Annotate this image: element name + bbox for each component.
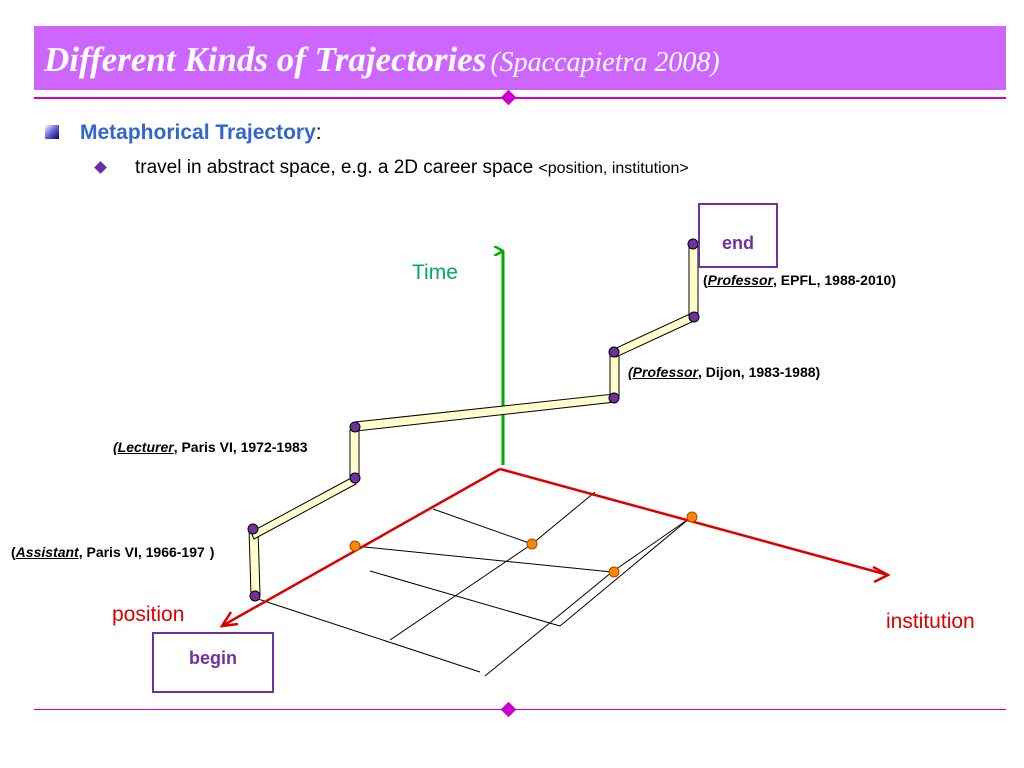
grid-line — [369, 570, 561, 627]
label-dijon-role: (Professor — [628, 364, 699, 380]
node-lecturer-end — [349, 421, 361, 433]
label-professor-epfl: (Professor, EPFL, 1988-2010) — [703, 272, 896, 288]
ground-point — [608, 566, 620, 578]
label-assistant-close: ) — [209, 544, 215, 560]
grid-line — [531, 491, 596, 545]
label-dijon-rest: , Dijon, 1983-1988) — [698, 364, 821, 380]
grid-line — [559, 517, 691, 627]
label-lecturer-rest: , Paris VI, 1972-1983 — [173, 439, 308, 455]
institution-axis-label: institution — [886, 610, 975, 633]
node-epfl-start — [688, 311, 700, 323]
grid-line — [254, 597, 481, 673]
trajectory-segment — [250, 476, 357, 540]
ground-point — [349, 540, 361, 552]
top-rule — [34, 97, 1006, 99]
node-assistant-end — [247, 523, 259, 535]
trajectory-segment — [688, 243, 699, 318]
node-assistant-start — [249, 590, 261, 602]
trajectory-segment — [611, 312, 697, 358]
trajectory — [248, 243, 699, 596]
node-dijon-start — [608, 392, 620, 404]
label-assistant-role: Assistant — [15, 544, 79, 560]
label-epfl-open: ( — [703, 272, 708, 288]
bullet-metaphorical-label: Metaphorical Trajectory — [80, 121, 316, 144]
institution-axis-arrowhead — [872, 565, 891, 584]
position-axis-label: position — [112, 603, 185, 626]
bullet-career-text: travel in abstract space, e.g. a 2D care… — [135, 157, 534, 178]
square-bullet-icon — [45, 125, 59, 139]
label-epfl-rest: , EPFL, 1988-2010) — [773, 272, 896, 288]
trajectory-segment — [609, 351, 620, 398]
plane-axes — [219, 467, 891, 628]
title-main: Different Kinds of Trajectories — [44, 40, 487, 79]
grid-line — [484, 571, 613, 677]
end-box: end — [698, 203, 778, 268]
trajectory-segment — [349, 429, 360, 479]
trajectory-nodes — [247, 238, 700, 602]
position-axis-line — [221, 467, 501, 628]
ground-points — [349, 511, 698, 578]
label-assistant-open: ( — [11, 544, 16, 560]
bullet-career-dimensions: <position, institution> — [538, 160, 689, 177]
label-lecturer-role: (Lecturer — [113, 439, 174, 455]
node-dijon-end — [608, 346, 620, 358]
node-epfl-end — [687, 238, 699, 250]
bullet-career-space: travel in abstract space, e.g. a 2D care… — [135, 157, 689, 179]
ground-point — [686, 511, 698, 523]
position-axis-arrowhead — [219, 611, 239, 628]
begin-box: begin — [152, 632, 274, 693]
title-bar: Different Kinds of Trajectories (Spaccap… — [34, 26, 1006, 90]
label-epfl-role: Professor — [707, 272, 774, 288]
bottom-rule — [34, 709, 1006, 710]
grid-line — [389, 543, 533, 641]
trajectory-segment — [354, 393, 616, 432]
label-assistant-rest: , Paris VI, 1966-197 — [78, 544, 205, 560]
node-lecturer-start — [349, 472, 361, 484]
slide-title: Different Kinds of Trajectories (Spaccap… — [44, 40, 720, 80]
bullet-metaphorical: Metaphorical Trajectory: — [80, 121, 322, 145]
grid-line — [611, 517, 691, 573]
label-professor-dijon: (Professor, Dijon, 1983-1988) — [628, 364, 820, 380]
ground-grid — [254, 491, 691, 677]
grid-line — [432, 508, 533, 545]
label-assistant: (Assistant, Paris VI, 1966-197) — [11, 544, 214, 560]
grid-line — [354, 545, 613, 573]
title-citation: (Spaccapietra 2008) — [490, 47, 720, 78]
bullet-colon: : — [315, 121, 322, 144]
ground-point — [526, 538, 538, 550]
label-lecturer: (Lecturer, Paris VI, 1972-1983 — [113, 439, 308, 455]
time-axis-label: Time — [412, 261, 458, 284]
